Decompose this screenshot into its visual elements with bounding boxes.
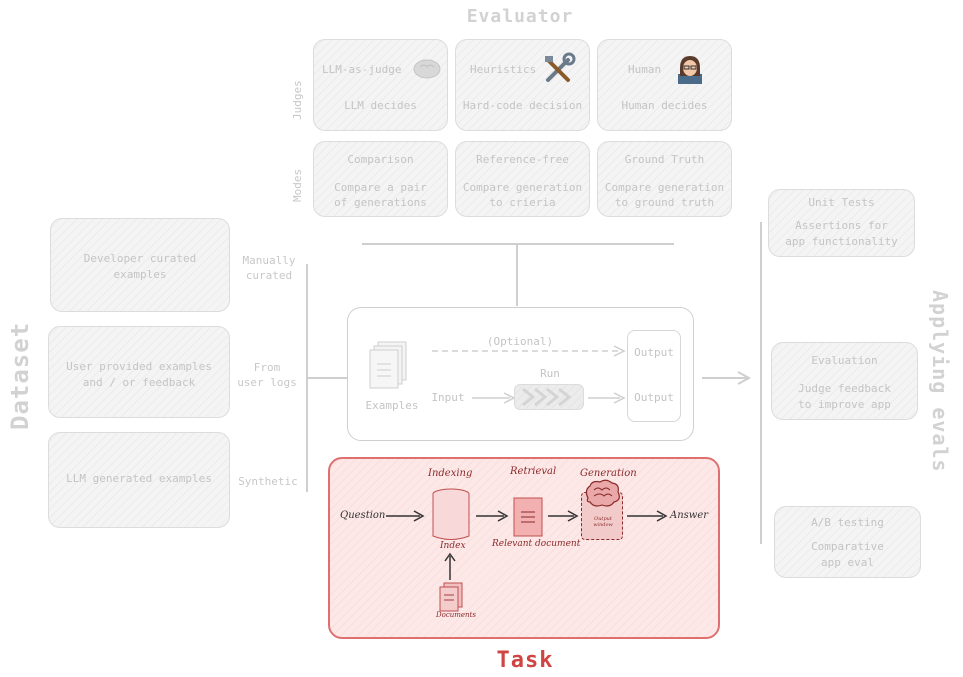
- evaluator-bracket: [362, 243, 674, 245]
- output-label-1: Output: [634, 346, 674, 359]
- applying-desc: to improve app: [798, 398, 891, 411]
- judges-label: Judges: [291, 80, 304, 120]
- task-indexing-label: Indexing: [428, 468, 473, 479]
- output-label-2: Output: [634, 391, 674, 404]
- applying-desc: Judge feedback: [798, 382, 891, 395]
- task-box: [328, 457, 720, 639]
- evaluator-title: Evaluator: [466, 6, 574, 27]
- dataset-label-logs: From user logs: [237, 361, 297, 389]
- task-output-window-label: Output window: [593, 516, 613, 528]
- dataset-connector: [307, 377, 347, 379]
- modes-label: Modes: [291, 168, 304, 202]
- task-title: Task: [496, 648, 554, 673]
- person-icon: [678, 56, 702, 84]
- judge-title: LLM-as-judge: [322, 63, 402, 76]
- dataset-desc: and / or feedback: [82, 376, 196, 389]
- mode-desc: Compare generation: [462, 181, 583, 194]
- dataset-desc: Developer curated: [83, 252, 197, 265]
- judge-desc: Hard-code decision: [462, 99, 583, 112]
- llm-brain-icon: [585, 479, 620, 507]
- applying-title: Unit Tests: [808, 196, 875, 209]
- dataset-desc: User provided examples: [66, 360, 212, 373]
- input-label: Input: [431, 391, 465, 404]
- applying-desc: Assertions for: [795, 219, 888, 232]
- mode-card-reference-free: Reference-free Compare generation to cri…: [455, 141, 590, 217]
- mode-desc: Compare a pair: [334, 181, 427, 194]
- mode-title: Ground Truth: [624, 153, 705, 166]
- applying-card-ab: A/B testing Comparative app eval: [774, 506, 921, 578]
- relevant-arrow: [548, 510, 579, 522]
- applying-card-evaluation: Evaluation Judge feedback to improve app: [771, 342, 918, 420]
- relevant-doc-icon: [513, 497, 543, 537]
- mode-title: Reference-free: [476, 153, 569, 166]
- applying-card-unit: Unit Tests Assertions for app functional…: [768, 189, 915, 257]
- applying-desc: app functionality: [785, 235, 898, 248]
- run-block: [514, 384, 584, 410]
- dataset-label-synthetic: Synthetic: [238, 475, 298, 488]
- index-cylinder-icon: [432, 488, 470, 540]
- dataset-card-user: User provided examples and / or feedback: [48, 326, 230, 418]
- output-box: [627, 330, 681, 422]
- judge-title: Human: [628, 63, 662, 76]
- task-relevant-label: Relevant document: [492, 539, 581, 549]
- applying-title: Applying evals: [928, 290, 952, 473]
- docs-up-arrow: [444, 552, 456, 580]
- applying-title: A/B testing: [811, 516, 884, 529]
- dataset-card-developer: Developer curated examples: [50, 218, 230, 312]
- optional-arrow: [432, 345, 626, 357]
- mode-desc: to crieria: [489, 196, 556, 209]
- dataset-desc: LLM generated examples: [66, 472, 212, 485]
- optional-label: (Optional): [486, 335, 554, 348]
- judge-card-human: Human Human decides: [597, 39, 732, 131]
- judge-card-llm: LLM-as-judge LLM decides: [313, 39, 448, 131]
- applying-desc: app eval: [821, 556, 874, 569]
- mode-desc: to ground truth: [614, 196, 715, 209]
- task-index-label: Index: [440, 541, 466, 551]
- applying-title: Evaluation: [811, 354, 878, 367]
- judge-card-heuristics: Heuristics Hard-code decision: [455, 39, 590, 131]
- run-arrow: [588, 392, 626, 404]
- brain-icon: [413, 59, 441, 79]
- to-applying-arrow: [702, 371, 752, 385]
- dataset-label-manual: Manually curated: [242, 254, 296, 282]
- judge-desc: Human decides: [621, 99, 708, 112]
- judge-desc: LLM decides: [344, 99, 417, 112]
- task-documents-label: Documents: [436, 611, 476, 619]
- mode-card-comparison: Comparison Compare a pair of generations: [313, 141, 448, 217]
- examples-label: Examples: [365, 399, 419, 412]
- mode-desc: Compare generation: [604, 181, 725, 194]
- index-arrow: [476, 510, 509, 522]
- applying-bracket: [760, 222, 762, 544]
- documents-icon: [439, 582, 463, 612]
- dataset-title: Dataset: [6, 321, 34, 430]
- task-question-label: Question: [340, 510, 386, 521]
- dataset-card-llm: LLM generated examples: [48, 432, 230, 528]
- run-label: Run: [540, 367, 560, 380]
- dataset-desc: examples: [113, 268, 167, 281]
- evaluator-connector: [516, 244, 518, 306]
- task-answer-label: Answer: [670, 510, 709, 521]
- mode-card-ground-truth: Ground Truth Compare generation to groun…: [597, 141, 732, 217]
- tools-icon: [545, 52, 576, 82]
- mode-desc: of generations: [334, 196, 427, 209]
- judge-title: Heuristics: [470, 63, 537, 76]
- question-arrow: [386, 510, 425, 522]
- mode-title: Comparison: [347, 153, 414, 166]
- answer-arrow: [627, 510, 668, 522]
- chevrons-icon: [522, 387, 572, 407]
- applying-desc: Comparative: [811, 540, 884, 553]
- examples-icon: [369, 341, 407, 389]
- input-arrow: [472, 392, 516, 404]
- task-generation-label: Generation: [580, 468, 637, 479]
- task-retrieval-label: Retrieval: [510, 466, 557, 477]
